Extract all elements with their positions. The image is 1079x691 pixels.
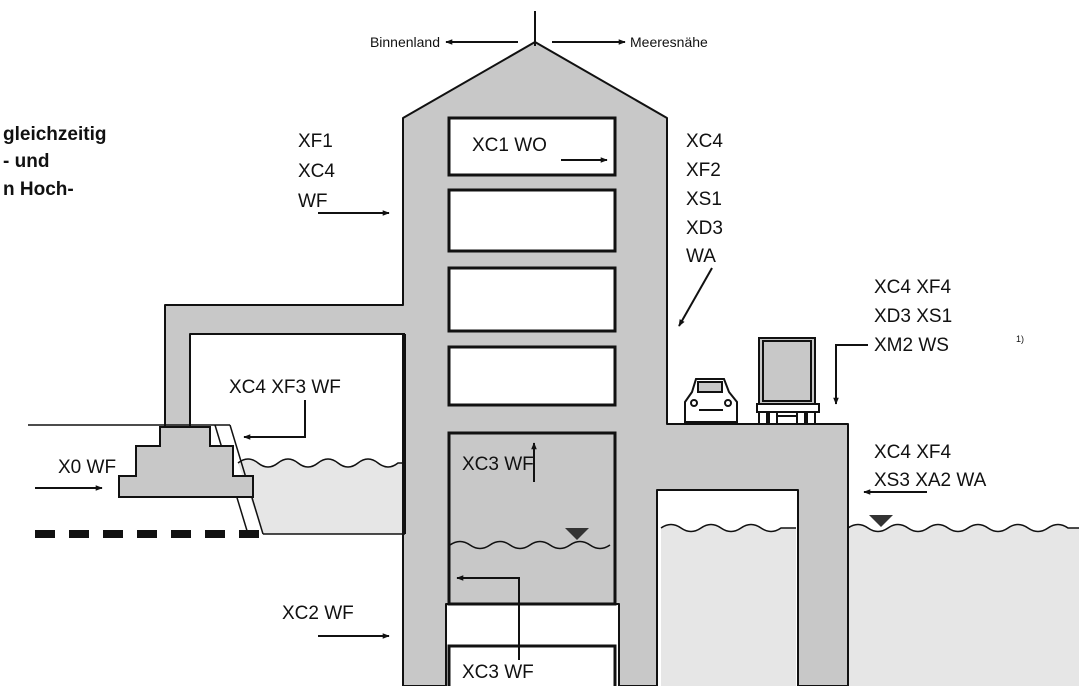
exposure-labels: XF1 XC4 WF XC4 XF2 XS1 XD3 WA XC1 WO XC4… xyxy=(35,131,1024,683)
room-3 xyxy=(447,266,617,333)
right-wall-label-1: XC4 xyxy=(686,131,723,152)
top-room-label: XC1 WO xyxy=(472,135,547,156)
right-wall-label-3: XS1 xyxy=(686,189,722,210)
bottom-room xyxy=(447,644,617,691)
car-icon xyxy=(684,378,738,423)
right-wall-label-2: XF2 xyxy=(686,160,721,181)
deck-label-1: XC4 XF4 xyxy=(874,277,952,298)
foundation-label: X0 WF xyxy=(58,457,116,478)
right-wall-label-4: XD3 xyxy=(686,218,723,239)
orientation-header: Binnenland Meeresnähe xyxy=(370,11,708,50)
deck-label-3: XM2 WS xyxy=(874,335,949,356)
svg-text:n Hoch-: n Hoch- xyxy=(3,179,74,200)
inland-label: Binnenland xyxy=(370,34,440,50)
pool-water xyxy=(661,524,796,686)
sea-water xyxy=(848,524,1079,686)
foundation-block xyxy=(118,426,254,498)
basin-water xyxy=(238,459,405,534)
deck-footnote: 1) xyxy=(1016,334,1024,344)
seawater-label-1: XC4 XF4 xyxy=(874,442,952,463)
right-wall-label-5: WA xyxy=(686,246,716,267)
water-level-icon xyxy=(565,528,589,540)
intro-text: gleichzeitig - und n Hoch- xyxy=(3,124,106,200)
lower-left-label: XC2 WF xyxy=(282,603,354,624)
tank-room-label: XC3 WF xyxy=(462,454,534,475)
coastal-label: Meeresnähe xyxy=(630,34,708,50)
water-areas xyxy=(238,459,1079,686)
basin-label: XC4 XF3 WF xyxy=(229,377,341,398)
bottom-room-label: XC3 WF xyxy=(462,662,534,683)
truck-icon xyxy=(756,337,820,425)
rooms xyxy=(447,116,617,691)
left-wall-label-2: XC4 xyxy=(298,161,335,182)
svg-text:gleichzeitig: gleichzeitig xyxy=(3,124,106,145)
tank-room xyxy=(447,431,617,606)
room-4 xyxy=(447,345,617,407)
deck-label-2: XD3 XS1 xyxy=(874,306,952,327)
water-level-icon xyxy=(869,515,893,527)
left-wall-label-3: WF xyxy=(298,191,328,212)
svg-text:- und: - und xyxy=(3,151,49,172)
room-1 xyxy=(447,116,617,177)
room-2 xyxy=(447,188,617,253)
basin xyxy=(190,333,406,535)
seawater-label-2: XS3 XA2 WA xyxy=(874,470,987,491)
left-wall-label-1: XF1 xyxy=(298,131,333,152)
